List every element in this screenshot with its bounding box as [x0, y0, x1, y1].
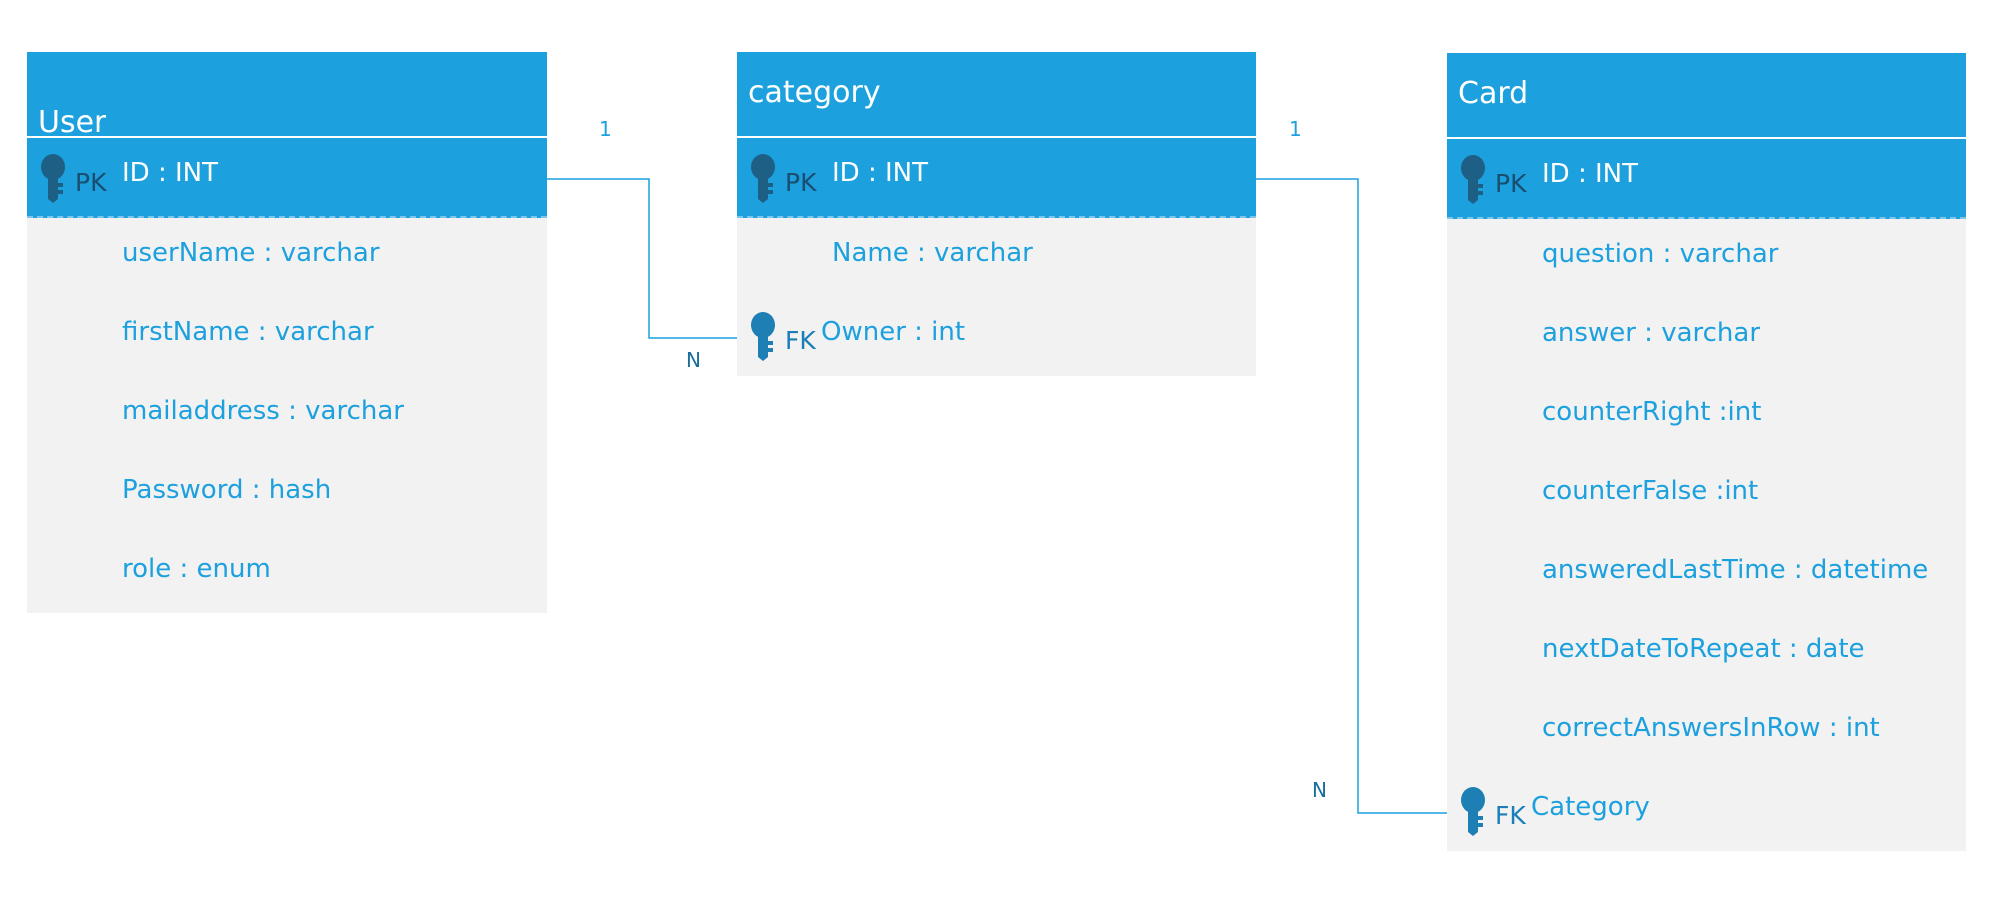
key-icon	[751, 312, 775, 361]
entity-category-title: category	[748, 75, 881, 110]
field-row[interactable]: nextDateToRepeat : date	[1447, 614, 1966, 693]
entity-category-body: Name : varchar FK Owner : int	[737, 218, 1256, 376]
entity-category[interactable]: category PK ID : INT Name : varchar	[737, 52, 1256, 376]
fk-tag: FK	[1459, 786, 1539, 836]
fk-label: FK	[785, 326, 816, 355]
key-icon	[1461, 155, 1485, 204]
category-card-one-label: 1	[1289, 117, 1302, 141]
field-label: counterRight :int	[1542, 397, 1762, 427]
pk-tag: PK	[39, 153, 119, 203]
key-icon	[1461, 787, 1485, 836]
pk-field: ID : INT	[1542, 159, 1638, 189]
field-row[interactable]: question : varchar	[1447, 219, 1966, 298]
field-row[interactable]: counterFalse :int	[1447, 456, 1966, 535]
field-row[interactable]: counterRight :int	[1447, 377, 1966, 456]
entity-card-pk-row[interactable]: PK ID : INT	[1447, 139, 1966, 219]
field-label: Password : hash	[122, 475, 332, 505]
entity-category-pk-row[interactable]: PK ID : INT	[737, 138, 1256, 218]
category-card-many-label: N	[1312, 778, 1327, 802]
entity-card-title: Card	[1458, 76, 1529, 111]
user-category-connector	[547, 178, 737, 339]
field-row[interactable]: role : enum	[27, 534, 547, 613]
pk-field: ID : INT	[122, 158, 218, 188]
pk-label: PK	[785, 168, 817, 197]
field-row[interactable]: answer : varchar	[1447, 298, 1966, 377]
entity-user[interactable]: User PK ID : INT userName : varchar firs…	[27, 52, 547, 613]
fk-row[interactable]: FK Category	[1447, 772, 1966, 851]
entity-category-header: category	[737, 52, 1256, 138]
field-label: firstName : varchar	[122, 317, 374, 347]
field-row[interactable]: answeredLastTime : datetime	[1447, 535, 1966, 614]
field-label: nextDateToRepeat : date	[1542, 634, 1865, 664]
field-label: counterFalse :int	[1542, 476, 1759, 506]
key-icon	[41, 154, 65, 203]
field-row[interactable]: userName : varchar	[27, 218, 547, 297]
field-label: Name : varchar	[832, 238, 1033, 268]
field-row[interactable]: mailaddress : varchar	[27, 376, 547, 455]
field-label: answeredLastTime : datetime	[1542, 555, 1929, 585]
field-label: userName : varchar	[122, 238, 380, 268]
field-row[interactable]: Name : varchar	[737, 218, 1256, 297]
field-label: role : enum	[122, 554, 271, 584]
pk-field: ID : INT	[832, 158, 928, 188]
pk-tag: PK	[749, 153, 829, 203]
fk-row[interactable]: FK Owner : int	[737, 297, 1256, 376]
entity-user-body: userName : varchar firstName : varchar m…	[27, 218, 547, 613]
category-card-connector	[1256, 178, 1447, 814]
entity-user-title: User	[38, 108, 107, 138]
pk-label: PK	[75, 168, 107, 197]
field-label: correctAnswersInRow : int	[1542, 713, 1880, 743]
entity-user-header: User	[27, 52, 547, 138]
user-category-many-label: N	[686, 348, 701, 372]
pk-label: PK	[1495, 169, 1527, 198]
entity-card-header: Card	[1447, 53, 1966, 139]
field-label: mailaddress : varchar	[122, 396, 404, 426]
pk-tag: PK	[1459, 154, 1539, 204]
field-row[interactable]: firstName : varchar	[27, 297, 547, 376]
fk-label: FK	[1495, 801, 1526, 830]
entity-card-body: question : varchar answer : varchar coun…	[1447, 219, 1966, 851]
entity-card[interactable]: Card PK ID : INT question : varchar answ…	[1447, 53, 1966, 851]
field-row[interactable]: correctAnswersInRow : int	[1447, 693, 1966, 772]
entity-user-pk-row[interactable]: PK ID : INT	[27, 138, 547, 218]
fk-field: Owner : int	[821, 317, 966, 347]
fk-field: Category	[1531, 792, 1650, 822]
user-category-one-label: 1	[599, 117, 612, 141]
field-label: answer : varchar	[1542, 318, 1761, 348]
field-row[interactable]: Password : hash	[27, 455, 547, 534]
field-label: question : varchar	[1542, 239, 1779, 269]
key-icon	[751, 154, 775, 203]
fk-tag: FK	[749, 311, 829, 361]
